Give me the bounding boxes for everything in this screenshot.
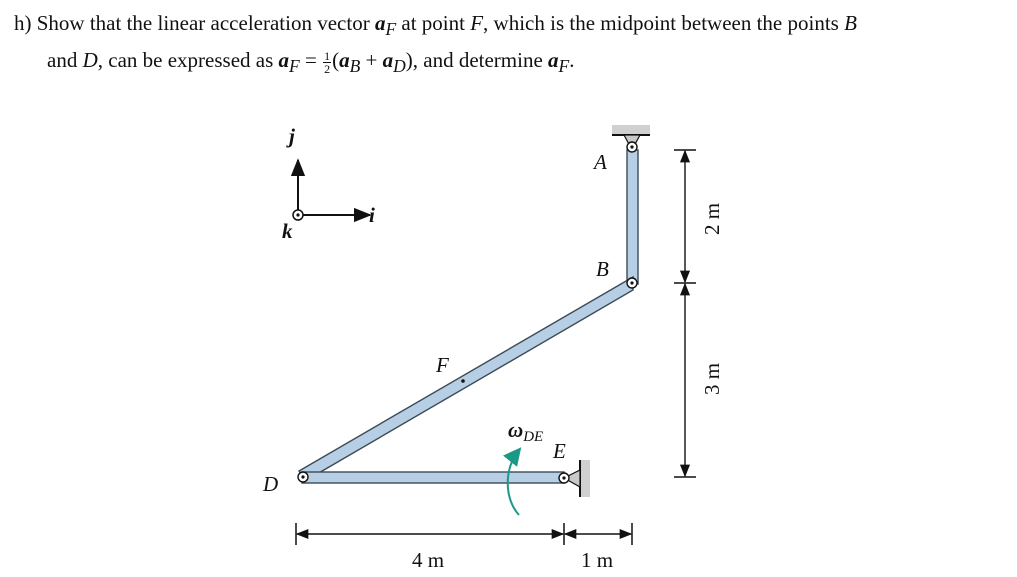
problem-text-6: , and determine [412,48,543,73]
vec-a-B: a [339,48,350,73]
dim-label-1m: 1 m [581,548,613,572]
member-DE [301,471,565,484]
member-AB [626,149,639,285]
equals-sign: = [304,48,317,73]
label-E: E [552,439,566,463]
dim-label-2m: 2 m [700,203,724,235]
member-BD [298,275,634,482]
omega-subscript: DE [522,429,543,445]
label-B: B [596,257,609,281]
angular-velocity: ωDE [502,418,543,516]
problem-text-4: and [47,48,78,73]
sub-D: D [393,56,406,77]
problem-text-3: , which is the midpoint between the poin… [483,11,839,35]
omega-arrow [502,447,522,516]
point-D: D [82,48,98,73]
dim-label-4m: 4 m [412,548,444,572]
axis-i-label: i [369,203,375,227]
wall-block [580,460,590,497]
members [298,149,639,484]
coordinate-axes: j i k [282,124,375,243]
pin-B-dot [630,281,634,285]
pin-D-dot [301,475,305,479]
omega-symbol: ωDE [508,418,543,445]
vec-a-D: a [382,48,394,73]
k-axis-dot [296,213,300,217]
paren-open: ( [332,48,340,73]
dim-label-3m: 3 m [700,363,724,395]
sub-F-2: F [289,56,300,77]
pin-E-dot [562,476,566,480]
horizontal-dimensions: 4 m 1 m [295,523,633,572]
point-F-marker [461,379,465,383]
period: . [569,48,575,73]
sub-B: B [349,56,361,77]
problem-text-1: Show that the linear acceleration vector [36,11,370,35]
vec-a-F: a [278,48,290,73]
pin-bracket-E [562,469,581,489]
problem-line-1: h) Show that the linear acceleration vec… [14,8,1009,45]
frac-den: 2 [324,61,331,76]
paren-close: ) [405,48,413,73]
pin-A-dot [630,145,634,149]
sub-F: F [385,19,397,40]
pins [297,141,638,484]
problem-label: h) [14,11,32,35]
omega-glyph: ω [508,418,523,442]
vertical-dimensions: 2 m 3 m [674,149,724,478]
vec-a-F-3: a [548,48,559,73]
axis-k-label: k [282,219,293,243]
plus-sign: + [365,48,378,73]
problem-text-2: at point [401,11,465,35]
axis-j-label: j [286,124,295,148]
sub-F-3: F [558,56,570,77]
label-F: F [435,353,449,377]
ceiling-block [612,125,650,135]
point-F: F [470,11,484,35]
problem-statement: h) Show that the linear acceleration vec… [14,8,1009,82]
vec-a: a [374,11,386,35]
support-E [562,460,590,497]
label-A: A [592,150,607,174]
problem-text-5: , can be expressed as [97,48,274,73]
frac-num: 1 [323,48,332,63]
label-D: D [262,472,278,496]
point-B: B [844,11,857,35]
